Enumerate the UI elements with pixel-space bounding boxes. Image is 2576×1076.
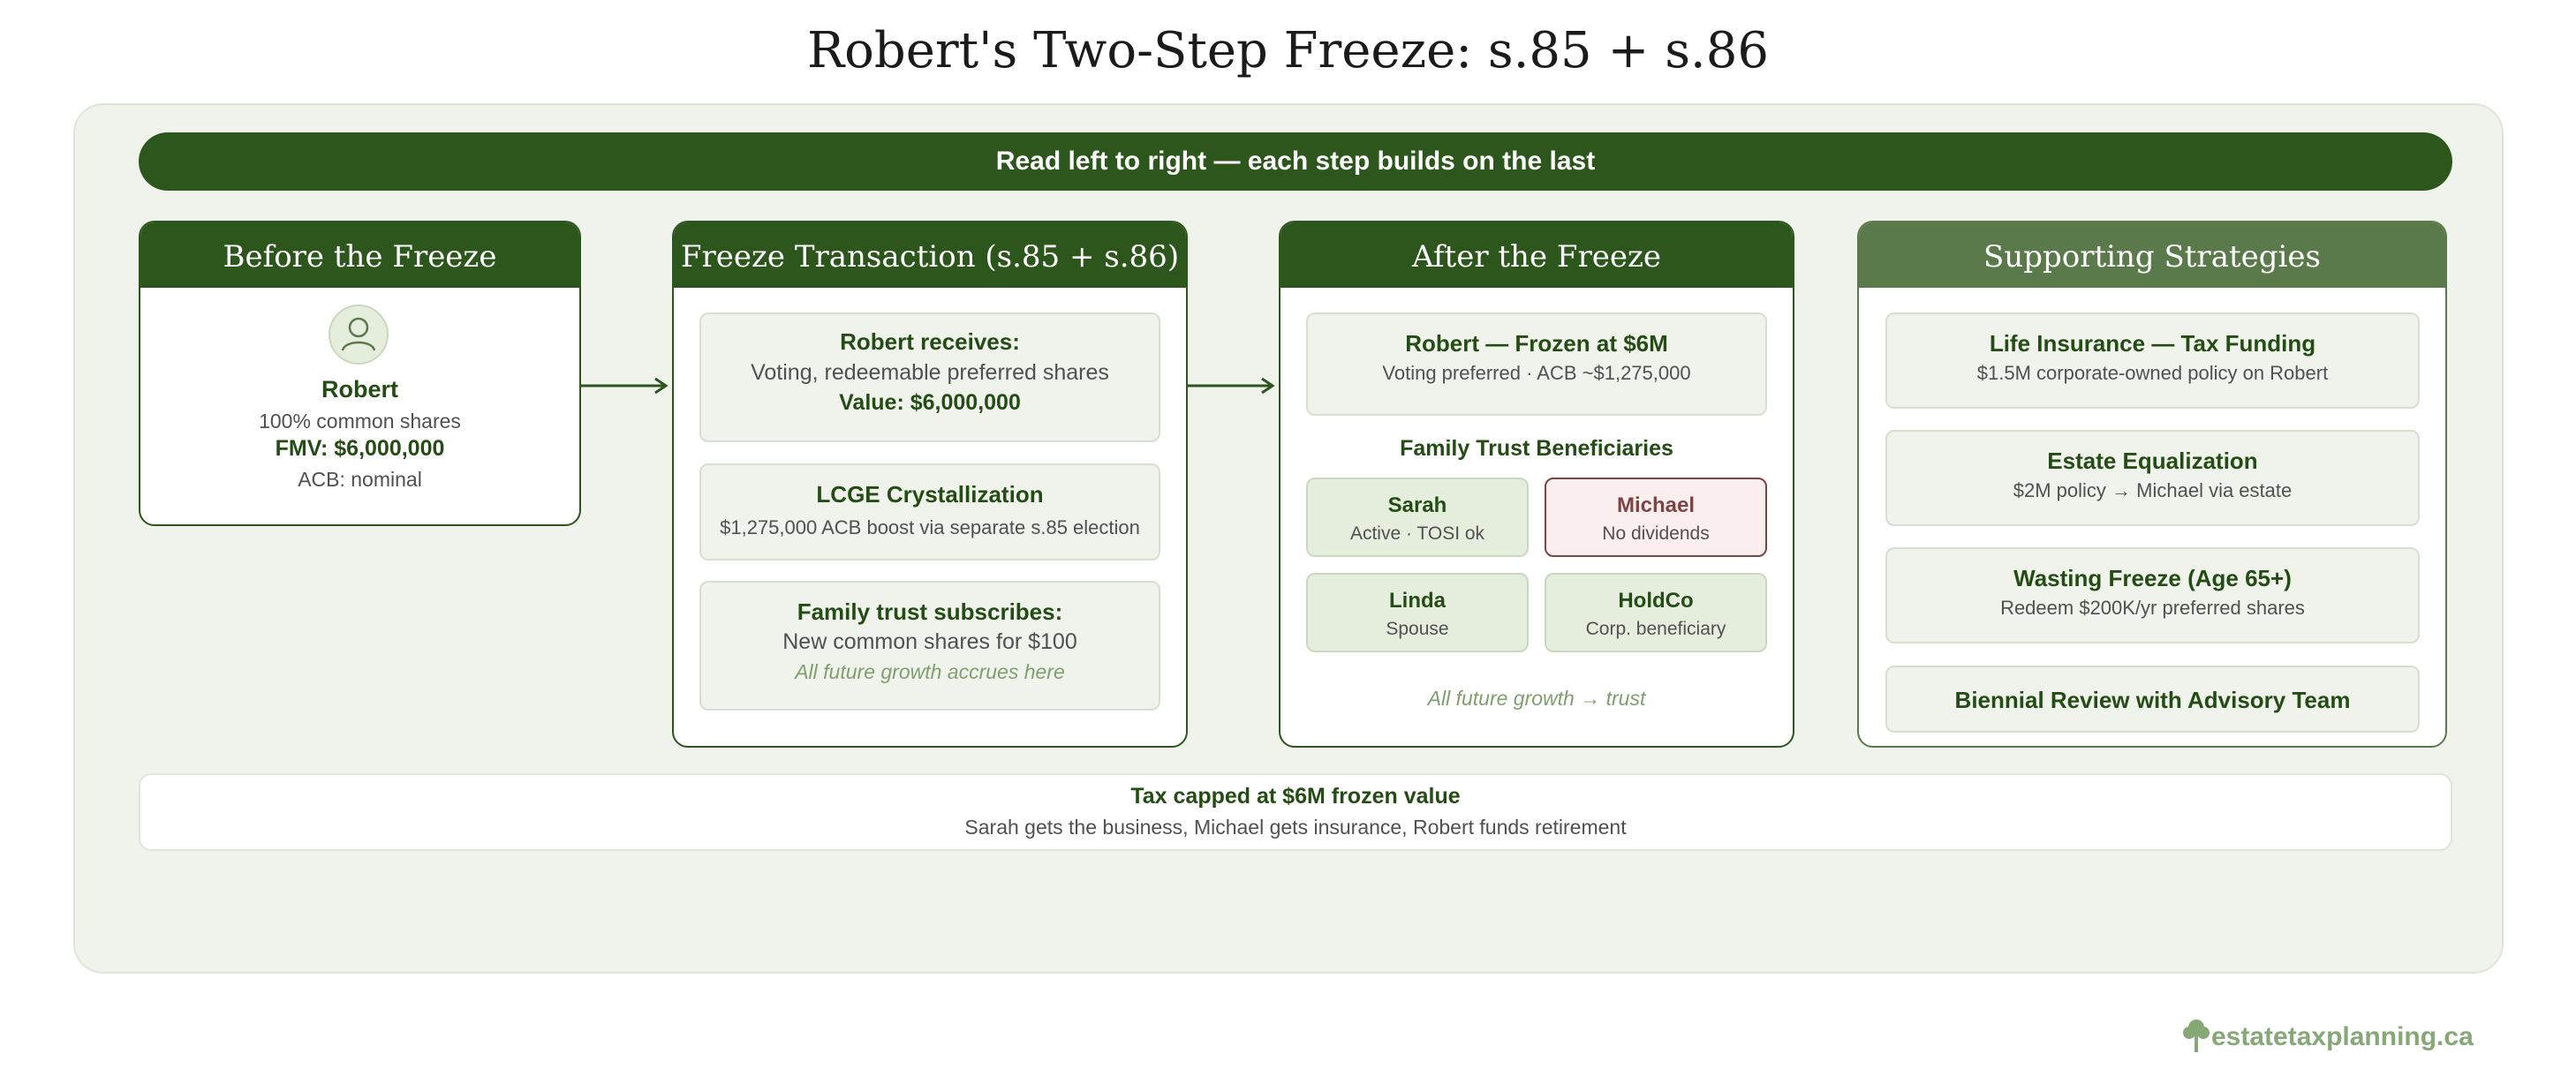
beneficiary-holdco: HoldCo Corp. beneficiary — [1545, 573, 1767, 652]
supporting-strategies-header: Supporting Strategies — [1859, 222, 2445, 288]
family-trust-box: Family trust subscribes: New common shar… — [699, 581, 1160, 711]
beneficiary-note: Spouse — [1386, 619, 1449, 639]
strategy-title: Life Insurance — Tax Funding — [1989, 330, 2316, 357]
beneficiary-note: Active · TOSI ok — [1349, 523, 1485, 544]
beneficiary-note: Corp. beneficiary — [1585, 619, 1726, 639]
lcge-detail: $1,275,000 ACB boost via separate s.85 e… — [720, 516, 1140, 538]
beneficiary-name: Linda — [1389, 589, 1446, 613]
strategy-life-insurance: Life Insurance — Tax Funding $1.5M corpo… — [1885, 312, 2420, 409]
arrow-right-icon — [581, 377, 669, 395]
lcge-box: LCGE Crystallization $1,275,000 ACB boos… — [699, 463, 1160, 561]
strategy-title: Estate Equalization — [2047, 448, 2258, 474]
growth-to-trust-note: All future growth → trust — [1427, 687, 1646, 710]
person-icon — [329, 305, 389, 365]
robert-frozen-box: Robert — Frozen at $6M Voting preferred … — [1306, 312, 1767, 416]
robert-frozen-detail: Voting preferred · ACB ~$1,275,000 — [1382, 362, 1691, 384]
reading-banner: Read left to right — each step builds on… — [139, 132, 2452, 191]
brand-logo-text: estatetaxplanning.ca — [2211, 1022, 2474, 1051]
robert-receives-box: Robert receives: Voting, redeemable pref… — [699, 312, 1160, 442]
before-name: Robert — [321, 376, 398, 403]
beneficiary-michael: Michael No dividends — [1545, 478, 1767, 557]
robert-receives-detail: Voting, redeemable preferred shares — [751, 360, 1109, 385]
beneficiary-name: Michael — [1616, 493, 1696, 517]
family-trust-title: Family trust subscribes: — [797, 598, 1063, 625]
tree-icon — [2183, 1020, 2210, 1052]
page-title: Robert's Two-Step Freeze: s.85 + s.86 — [807, 22, 1769, 79]
before-freeze-header: Before the Freeze — [140, 222, 579, 288]
beneficiaries-heading: Family Trust Beneficiaries — [1400, 436, 1673, 461]
beneficiary-sarah: Sarah Active · TOSI ok — [1306, 478, 1529, 557]
summary-detail: Sarah gets the business, Michael gets in… — [964, 816, 1627, 839]
before-freeze-panel: Before the Freeze — [139, 221, 581, 526]
beneficiary-name: HoldCo — [1618, 589, 1694, 613]
strategy-detail: $2M policy → Michael via estate — [2013, 479, 2293, 501]
robert-receives-title: Robert receives: — [840, 328, 1020, 355]
arrow-right-icon — [1188, 377, 1275, 395]
freeze-transaction-header: Freeze Transaction (s.85 + s.86) — [674, 222, 1186, 288]
brand-logo: estatetaxplanning.ca — [2181, 1015, 2474, 1065]
before-fmv: FMV: $6,000,000 — [275, 436, 445, 461]
before-shares: 100% common shares — [259, 410, 461, 433]
family-trust-note: All future growth accrues here — [795, 660, 1065, 683]
beneficiary-name: Sarah — [1387, 493, 1447, 517]
strategy-title: Biennial Review with Advisory Team — [1954, 687, 2351, 713]
summary-title: Tax capped at $6M frozen value — [1130, 784, 1461, 809]
robert-frozen-title: Robert — Frozen at $6M — [1405, 330, 1668, 357]
strategy-wasting-freeze: Wasting Freeze (Age 65+) Redeem $200K/yr… — [1885, 547, 2420, 643]
strategy-detail: $1.5M corporate-owned policy on Robert — [1976, 362, 2329, 384]
robert-receives-value: Value: $6,000,000 — [839, 390, 1021, 415]
lcge-title: LCGE Crystallization — [816, 481, 1044, 508]
strategy-title: Wasting Freeze (Age 65+) — [2013, 565, 2292, 591]
beneficiary-note: No dividends — [1602, 523, 1710, 544]
strategy-estate-equalization: Estate Equalization $2M policy → Michael… — [1885, 430, 2420, 526]
family-trust-detail: New common shares for $100 — [782, 629, 1077, 654]
before-acb: ACB: nominal — [298, 468, 422, 491]
summary-bar: Tax capped at $6M frozen value Sarah get… — [139, 773, 2452, 851]
strategy-biennial-review: Biennial Review with Advisory Team — [1885, 666, 2420, 733]
strategy-detail: Redeem $200K/yr preferred shares — [2000, 597, 2305, 619]
beneficiary-linda: Linda Spouse — [1306, 573, 1529, 652]
after-freeze-header: After the Freeze — [1280, 222, 1793, 288]
